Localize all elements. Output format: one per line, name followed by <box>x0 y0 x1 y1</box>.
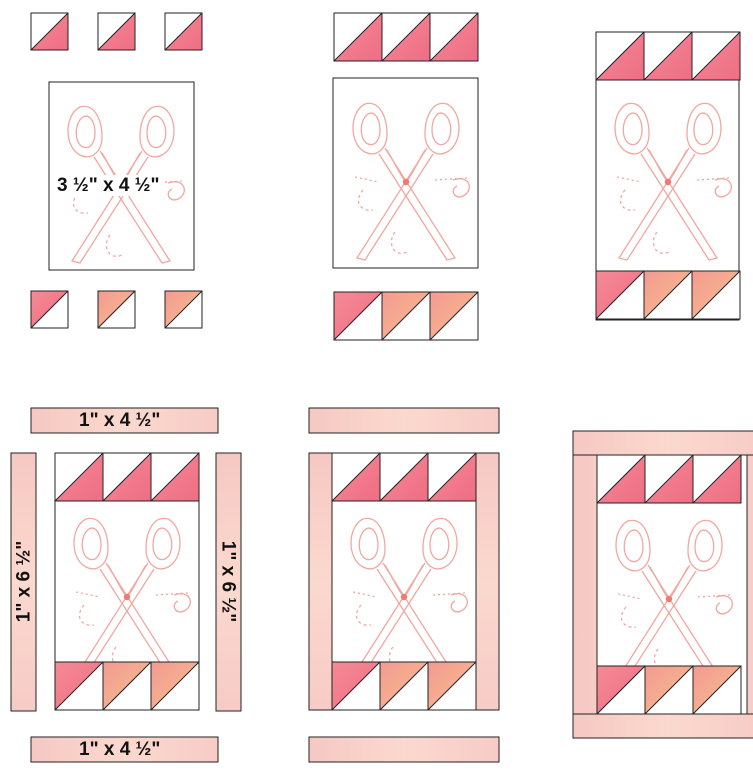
step2-center-block <box>333 78 478 268</box>
bottom-strip-dimension-label: 1" x 4 ½" <box>79 740 160 759</box>
step5-block-with-sides <box>309 453 499 710</box>
left-strip-dimension-label: 1" x 6 ½" <box>15 532 34 632</box>
step6-finished-block <box>573 431 753 738</box>
step1-hst-bottom-row <box>31 291 202 328</box>
step5-bottom-strip <box>309 737 499 762</box>
right-strip-dimension-label: 1" x 6 ½" <box>219 532 238 632</box>
step2-hst-bottom-row <box>334 292 478 340</box>
step3-sewn-block <box>596 32 740 320</box>
step4-center-block <box>55 453 199 710</box>
step2-hst-top-row <box>334 13 478 61</box>
step5-top-strip <box>309 408 499 433</box>
center-block-dimension-label: 3 ½" x 4 ½" <box>55 175 162 196</box>
top-strip-dimension-label: 1" x 4 ½" <box>79 411 160 430</box>
step1-hst-top-row <box>31 13 202 50</box>
